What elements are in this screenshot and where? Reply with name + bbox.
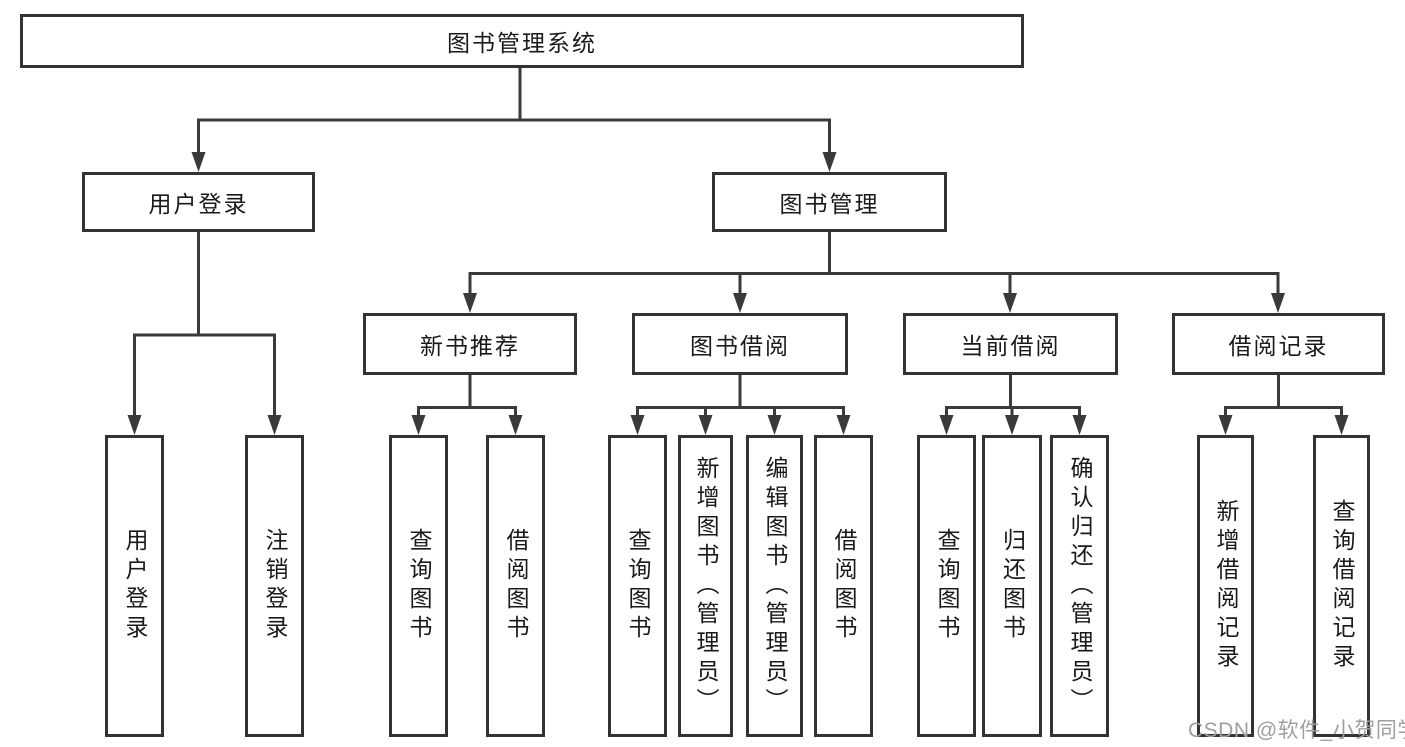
- csdn-watermark: CSDN @软件_小贺同学: [1188, 719, 1405, 742]
- node-label: 新增借阅记录: [1213, 499, 1239, 673]
- node-label: 图书借阅: [690, 333, 790, 359]
- leaf-query-borrow-record: 查询借阅记录: [1313, 435, 1370, 737]
- node-label: 查询图书: [625, 528, 651, 644]
- leaf-logout: 注销登录: [245, 435, 304, 737]
- leaf-query-books-recommend: 查询图书: [389, 435, 448, 737]
- leaf-return-books: 归还图书: [982, 435, 1042, 737]
- node-label: 查询图书: [934, 528, 960, 644]
- node-label: 图书管理: [779, 191, 880, 217]
- node-label: 查询图书: [406, 528, 432, 644]
- node-label: 用户登录: [148, 191, 249, 217]
- node-current-borrowing: 当前借阅: [903, 313, 1118, 375]
- node-book-borrowing: 图书借阅: [632, 313, 848, 375]
- leaf-query-books-borrowing: 查询图书: [608, 435, 667, 737]
- node-borrowing-records: 借阅记录: [1172, 313, 1385, 375]
- node-label: 用户登录: [122, 528, 148, 644]
- leaf-user-login: 用户登录: [105, 435, 164, 737]
- leaf-add-books-admin: 新增图书（管理员）: [678, 435, 733, 737]
- node-label: 注销登录: [262, 528, 288, 644]
- leaf-borrow-books-borrowing: 借阅图书: [814, 435, 873, 737]
- node-label: 图书管理系统: [447, 30, 597, 56]
- node-user-login: 用户登录: [82, 172, 315, 232]
- node-label: 确认归还（管理员）: [1067, 455, 1093, 717]
- leaf-edit-books-admin: 编辑图书（管理员）: [746, 435, 803, 737]
- node-new-book-recommendation: 新书推荐: [363, 313, 577, 375]
- arrow-down-icons: [127, 152, 1349, 435]
- leaf-add-borrow-record: 新增借阅记录: [1197, 435, 1254, 737]
- node-label: 当前借阅: [960, 333, 1061, 359]
- leaf-query-books-current: 查询图书: [917, 435, 976, 737]
- node-label: 借阅图书: [831, 528, 857, 644]
- node-label: 新增图书（管理员）: [693, 455, 719, 717]
- leaf-confirm-return-admin: 确认归还（管理员）: [1050, 435, 1109, 737]
- node-label: 借阅图书: [503, 528, 529, 644]
- node-label: 归还图书: [999, 528, 1026, 644]
- node-label: 借阅记录: [1228, 333, 1329, 359]
- node-label: 新书推荐: [420, 333, 520, 359]
- leaf-borrow-books-recommend: 借阅图书: [486, 435, 545, 737]
- node-library-management-system: 图书管理系统: [20, 14, 1024, 68]
- node-label: 查询借阅记录: [1329, 499, 1355, 673]
- node-label: 编辑图书（管理员）: [762, 455, 788, 717]
- node-book-management: 图书管理: [712, 172, 947, 232]
